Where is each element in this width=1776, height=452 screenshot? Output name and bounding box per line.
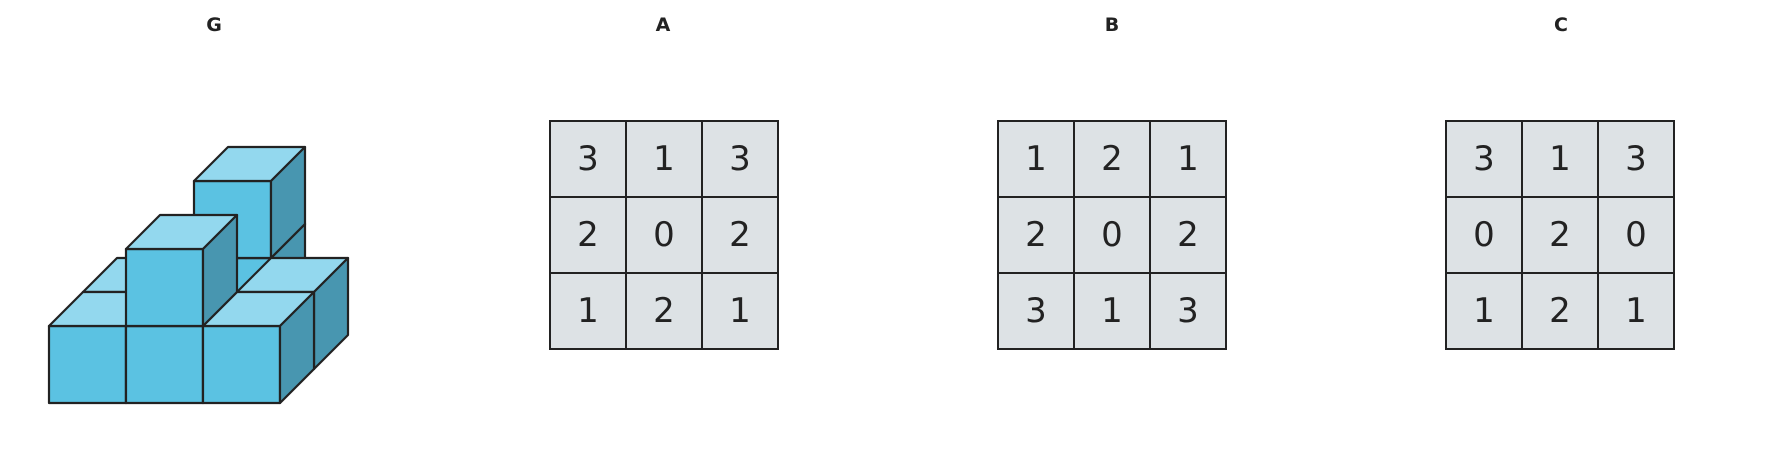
option-c-cell: 2 — [1522, 197, 1598, 273]
option-c-cell: 1 — [1522, 121, 1598, 197]
figure-title: G — [206, 14, 222, 36]
option-c-cell: 0 — [1446, 197, 1522, 273]
option-c-cell: 0 — [1598, 197, 1674, 273]
cube-face — [269, 145, 307, 260]
option-a-cell: 2 — [626, 273, 702, 349]
cube-face — [47, 324, 128, 405]
option-c-title: C — [1554, 14, 1568, 36]
option-b-cell: 1 — [1074, 273, 1150, 349]
option-a-cell: 3 — [702, 121, 778, 197]
option-a-grid: 3 1 3 2 0 2 1 2 1 — [549, 120, 779, 350]
option-b-cell: 2 — [1150, 197, 1226, 273]
option-b-cell: 3 — [998, 273, 1074, 349]
cube-face — [201, 324, 282, 405]
option-c-cell: 2 — [1522, 273, 1598, 349]
option-a-cell: 2 — [550, 197, 626, 273]
option-b-title: B — [1104, 14, 1120, 36]
option-a-title: A — [655, 14, 671, 36]
option-b-cell: 1 — [998, 121, 1074, 197]
cube-face — [278, 290, 316, 405]
option-a-cell: 1 — [550, 273, 626, 349]
option-c-cell: 1 — [1446, 273, 1522, 349]
option-b-grid: 1 2 1 2 0 2 3 1 3 — [997, 120, 1227, 350]
cube-face — [201, 213, 239, 328]
option-a-cell: 3 — [550, 121, 626, 197]
option-b-cell: 2 — [998, 197, 1074, 273]
option-c-grid: 3 1 3 0 2 0 1 2 1 — [1445, 120, 1675, 350]
option-b-cell: 0 — [1074, 197, 1150, 273]
option-c-cell: 3 — [1598, 121, 1674, 197]
cube-stack-figure — [47, 145, 350, 405]
option-a-cell: 1 — [702, 273, 778, 349]
cube-face — [124, 324, 205, 405]
option-b-cell: 3 — [1150, 273, 1226, 349]
option-b-cell: 1 — [1150, 121, 1226, 197]
option-c-cell: 1 — [1598, 273, 1674, 349]
cube-face — [124, 247, 205, 328]
option-a-cell: 0 — [626, 197, 702, 273]
option-b-cell: 2 — [1074, 121, 1150, 197]
option-a-cell: 2 — [702, 197, 778, 273]
option-c-cell: 3 — [1446, 121, 1522, 197]
option-a-cell: 1 — [626, 121, 702, 197]
